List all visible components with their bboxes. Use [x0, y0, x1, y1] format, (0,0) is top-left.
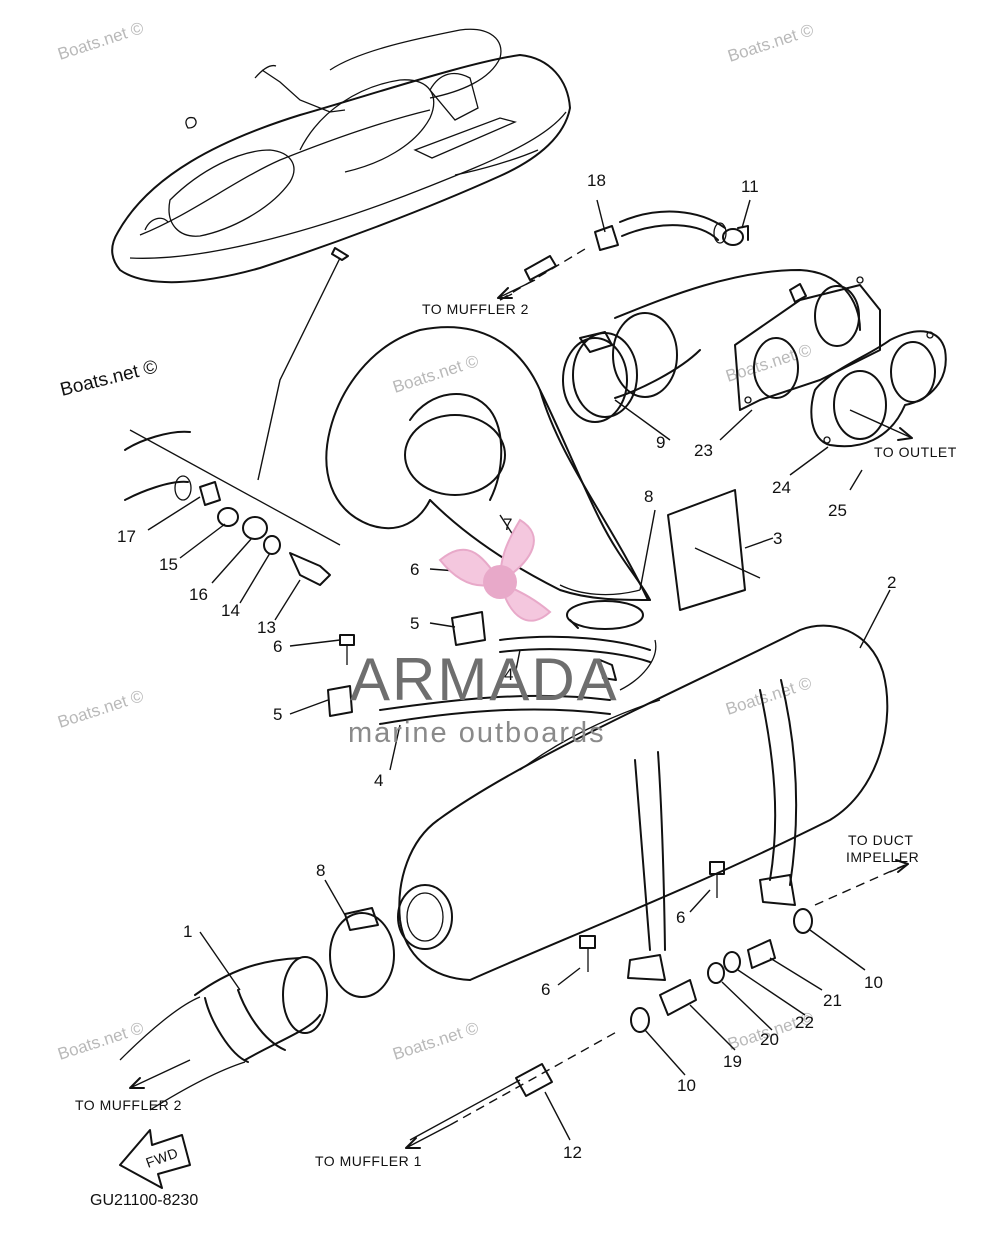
watercraft-illustration	[111, 28, 571, 284]
propeller-logo-icon	[438, 518, 552, 622]
watermark-text: Boats.net ©	[58, 356, 160, 400]
callout-8: 8	[644, 487, 653, 506]
bolt-6-right	[709, 861, 725, 898]
watermark-text: Boats.net ©	[55, 686, 146, 732]
callout-17: 17	[117, 527, 136, 546]
watermark-text: Boats.net ©	[723, 673, 814, 719]
fwd-label: FWD	[144, 1144, 181, 1170]
bolt-6-lower	[579, 935, 596, 972]
callout-3: 3	[773, 529, 782, 548]
watermark-text: Boats.net ©	[55, 18, 146, 64]
label-to-muffler-2-top: TO MUFFLER 2	[422, 301, 529, 317]
watermark-text: Boats.net ©	[55, 1018, 146, 1064]
callout-1: 1	[183, 922, 192, 941]
bolt-6	[339, 634, 355, 665]
callout-19: 19	[723, 1052, 742, 1071]
callout-6: 6	[273, 637, 282, 656]
callout-18: 18	[587, 171, 606, 190]
callout-8: 8	[316, 861, 325, 880]
callout-12: 12	[563, 1143, 582, 1162]
label-to-muffler-1: TO MUFFLER 1	[315, 1153, 422, 1169]
callout-4: 4	[374, 771, 383, 790]
callout-4: 4	[504, 665, 513, 684]
callout-23: 23	[694, 441, 713, 460]
label-impeller: IMPELLER	[846, 849, 919, 865]
callout-15: 15	[159, 555, 178, 574]
hose-18	[499, 210, 727, 301]
callout-6: 6	[676, 908, 685, 927]
callout-2: 2	[887, 573, 896, 592]
callout-numbers: 1 2 3 4 4 5 5 6 6 6 6 7 8 8 9 10 10 11 1…	[117, 171, 896, 1162]
muffler-1	[119, 956, 328, 1111]
callout-13: 13	[257, 618, 276, 637]
bracket-5	[327, 685, 353, 717]
callout-24: 24	[772, 478, 791, 497]
exhaust-manifold-23	[612, 269, 881, 411]
fwd-arrow-icon: FWD	[119, 1129, 191, 1189]
callout-11: 11	[741, 177, 759, 196]
fitting-19	[659, 979, 697, 1016]
clamp-11	[722, 225, 807, 303]
watermark-text: Boats.net ©	[390, 1018, 481, 1064]
callout-22: 22	[795, 1013, 814, 1032]
clamp-8-upper	[566, 600, 644, 630]
clamp-10-upper	[793, 908, 813, 934]
leader-lines	[147, 199, 891, 1141]
hose-12	[449, 1029, 621, 1126]
callout-10: 10	[677, 1076, 696, 1095]
clamp-10-lower	[630, 1007, 650, 1033]
callout-5: 5	[273, 705, 282, 724]
callout-9: 9	[656, 433, 665, 452]
label-to-outlet: TO OUTLET	[874, 444, 957, 460]
strap-4	[379, 635, 651, 725]
brand-tagline: marine outboards	[348, 717, 606, 749]
heat-plate-3	[667, 489, 761, 611]
label-to-duct: TO DUCT	[848, 832, 913, 848]
watermark-text: Boats.net ©	[390, 351, 481, 397]
exhaust-elbow-7	[325, 326, 651, 601]
washers-20-22	[707, 939, 776, 984]
left-hose-group	[124, 429, 341, 586]
brand-watermark: ARMADA marine outboards	[348, 518, 619, 749]
callout-5: 5	[410, 614, 419, 633]
clamp-8-lower	[329, 907, 395, 998]
callout-16: 16	[189, 585, 208, 604]
brand-name: ARMADA	[350, 646, 619, 713]
callout-20: 20	[760, 1030, 779, 1049]
drawing-code: GU21100-8230	[90, 1192, 198, 1209]
watermark-text: Boats.net ©	[725, 20, 816, 66]
bracket-5-upper	[451, 611, 486, 646]
callout-21: 21	[823, 991, 842, 1010]
callout-7: 7	[503, 515, 512, 534]
flow-labels: TO MUFFLER 2 TO OUTLET TO DUCT IMPELLER …	[75, 301, 957, 1209]
callout-25: 25	[828, 501, 847, 520]
callout-10: 10	[864, 973, 883, 992]
clamp-9	[562, 331, 638, 423]
callout-6: 6	[541, 980, 550, 999]
flow-arrows	[129, 279, 913, 1149]
gasket-24	[810, 330, 947, 448]
muffler-2	[397, 624, 889, 981]
callout-6: 6	[410, 560, 419, 579]
callout-14: 14	[221, 601, 240, 620]
label-to-muffler-2-bottom: TO MUFFLER 2	[75, 1097, 182, 1113]
